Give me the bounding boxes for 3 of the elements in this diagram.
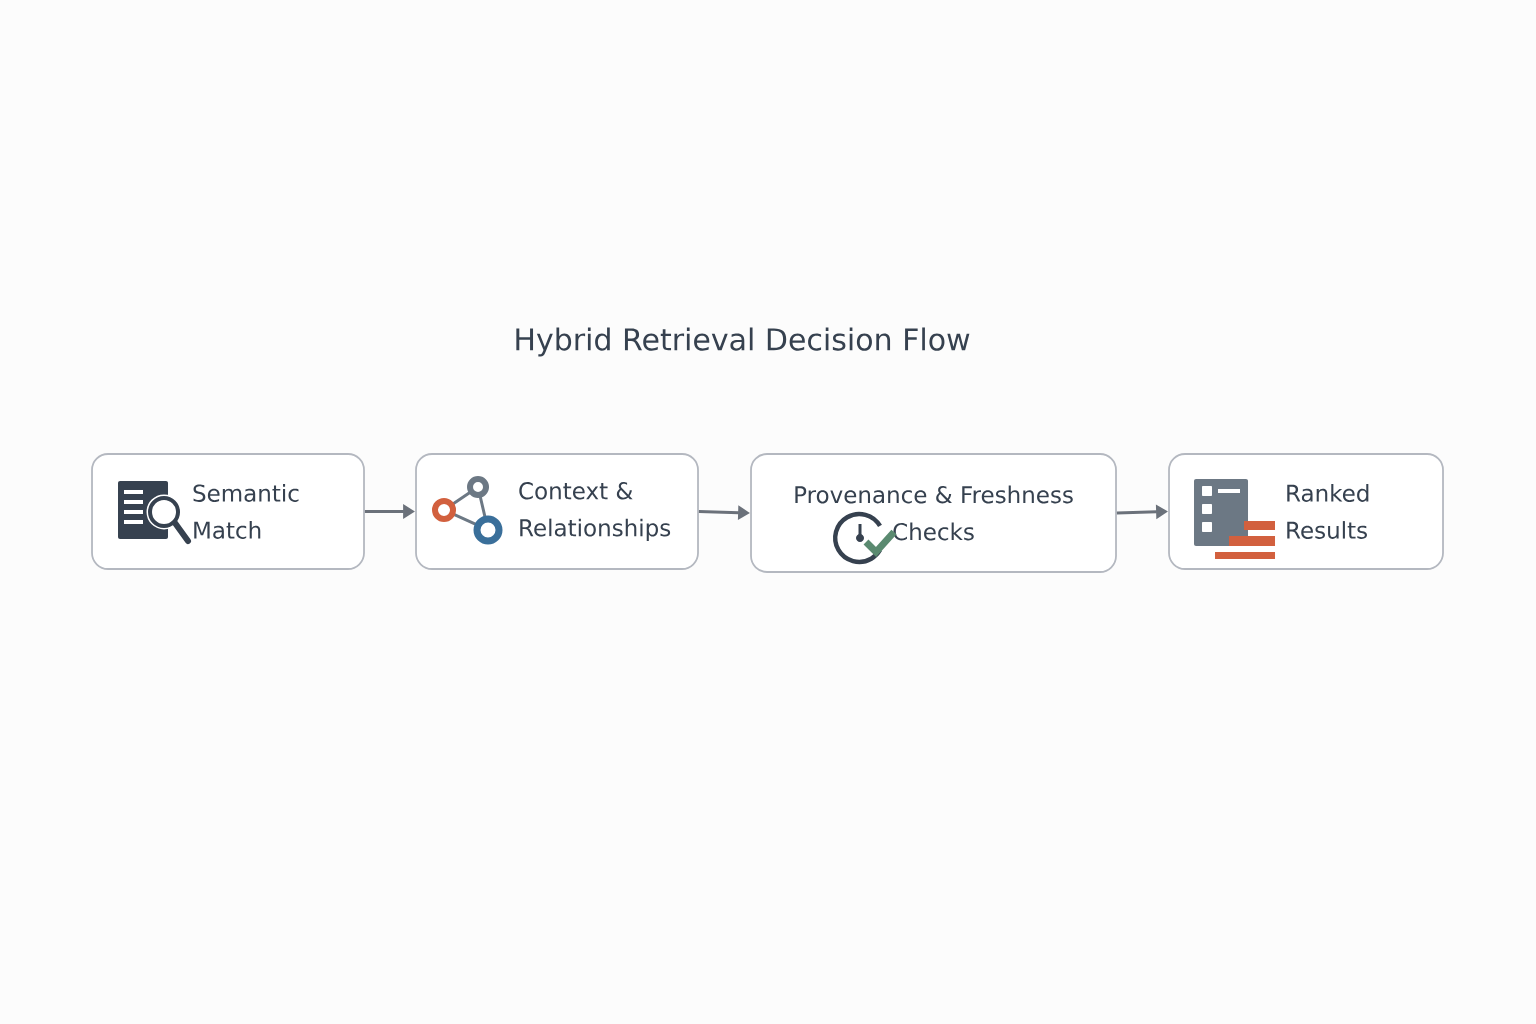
- title: Hybrid Retrieval Decision Flow: [516, 327, 970, 357]
- process-box: Context & Relationships: [415, 453, 699, 570]
- process-box: Provenance & Freshness Checks: [750, 453, 1117, 573]
